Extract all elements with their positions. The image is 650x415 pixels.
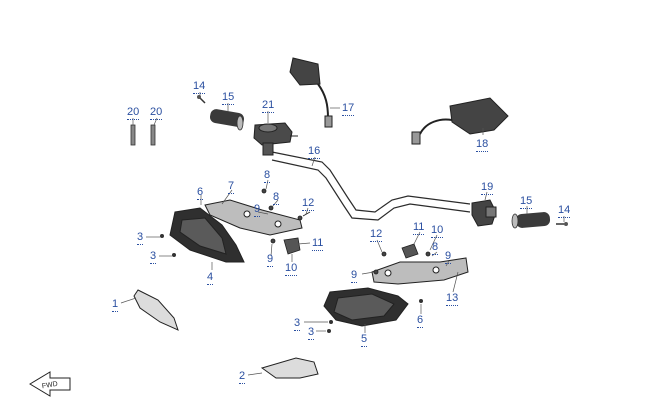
front-trim-cover bbox=[260, 357, 319, 379]
callout-10-right-nut[interactable]: 10 bbox=[431, 224, 444, 238]
callout-14-left-bar-end-screw[interactable]: 14 bbox=[193, 80, 206, 94]
left-handguard bbox=[169, 207, 245, 263]
callout-19-right-switch[interactable]: 19 bbox=[481, 181, 494, 195]
bar-end-screw-right bbox=[556, 222, 568, 226]
right-handguard-bracket bbox=[371, 257, 469, 285]
callout-20-bolt-b[interactable]: 20 bbox=[150, 106, 163, 120]
callout-2-front-trim[interactable]: 2 bbox=[239, 370, 246, 384]
callout-9-washer-c[interactable]: 9 bbox=[445, 250, 452, 264]
callout-8-bolt-a[interactable]: 8 bbox=[264, 169, 271, 183]
callout-3-screw-a[interactable]: 3 bbox=[137, 231, 144, 245]
callout-21-left-switch[interactable]: 21 bbox=[262, 99, 275, 113]
callout-12-right-clamp-screw[interactable]: 12 bbox=[370, 228, 383, 242]
screws-3 bbox=[160, 234, 333, 333]
callout-3-screw-b[interactable]: 3 bbox=[150, 250, 157, 264]
callout-5-right-handguard[interactable]: 5 bbox=[361, 333, 368, 347]
left-handguard-bracket bbox=[204, 199, 303, 236]
forward-arrow-icon: FWD bbox=[29, 371, 71, 397]
bolts-20 bbox=[130, 124, 156, 146]
callout-9-washer-d[interactable]: 9 bbox=[351, 269, 358, 283]
callout-15-left-grip[interactable]: 15 bbox=[222, 91, 235, 105]
callout-17-left-mirror[interactable]: 17 bbox=[342, 102, 355, 116]
handlebar bbox=[271, 151, 471, 221]
left-mirror bbox=[289, 57, 333, 128]
callout-13-right-bracket[interactable]: 13 bbox=[446, 292, 459, 306]
callout-9-washer-b[interactable]: 9 bbox=[267, 253, 274, 267]
callout-20-bolt-a[interactable]: 20 bbox=[127, 106, 140, 120]
right-handguard bbox=[323, 287, 409, 327]
left-grip bbox=[209, 109, 245, 131]
left-switch-housing bbox=[253, 122, 298, 156]
callout-8-bolt-c[interactable]: 8 bbox=[432, 241, 439, 255]
bar-end-screw-left bbox=[197, 95, 206, 104]
right-grip bbox=[511, 212, 551, 229]
callout-14-right-bar-end-screw[interactable]: 14 bbox=[558, 204, 571, 218]
fwd-text: FWD bbox=[41, 381, 58, 391]
callout-4-left-handguard[interactable]: 4 bbox=[207, 271, 214, 285]
callout-8-bolt-b[interactable]: 8 bbox=[273, 191, 280, 205]
callout-1-left-trim[interactable]: 1 bbox=[112, 298, 119, 312]
callout-11-right-clamp[interactable]: 11 bbox=[413, 221, 425, 235]
callout-11-left-clamp[interactable]: 11 bbox=[312, 237, 324, 251]
right-mirror bbox=[411, 97, 509, 145]
callout-10-left-nut[interactable]: 10 bbox=[285, 262, 298, 276]
callout-7-left-bracket[interactable]: 7 bbox=[228, 180, 235, 194]
right-switch-housing bbox=[471, 199, 497, 227]
right-hardware bbox=[373, 243, 431, 275]
callout-6-screw[interactable]: 6 bbox=[197, 186, 204, 200]
left-trim-cover bbox=[133, 289, 179, 331]
callout-12-left-clamp-screw[interactable]: 12 bbox=[302, 197, 315, 211]
callout-3-screw-c[interactable]: 3 bbox=[294, 317, 301, 331]
callout-15-right-grip[interactable]: 15 bbox=[520, 195, 533, 209]
callout-6-screw-right[interactable]: 6 bbox=[417, 314, 424, 328]
callout-16-handlebar[interactable]: 16 bbox=[308, 145, 321, 159]
callout-3-screw-d[interactable]: 3 bbox=[308, 326, 315, 340]
callout-18-right-mirror[interactable]: 18 bbox=[476, 138, 489, 152]
screw-6 bbox=[419, 299, 423, 303]
callout-9-washer-a[interactable]: 9 bbox=[254, 203, 261, 217]
